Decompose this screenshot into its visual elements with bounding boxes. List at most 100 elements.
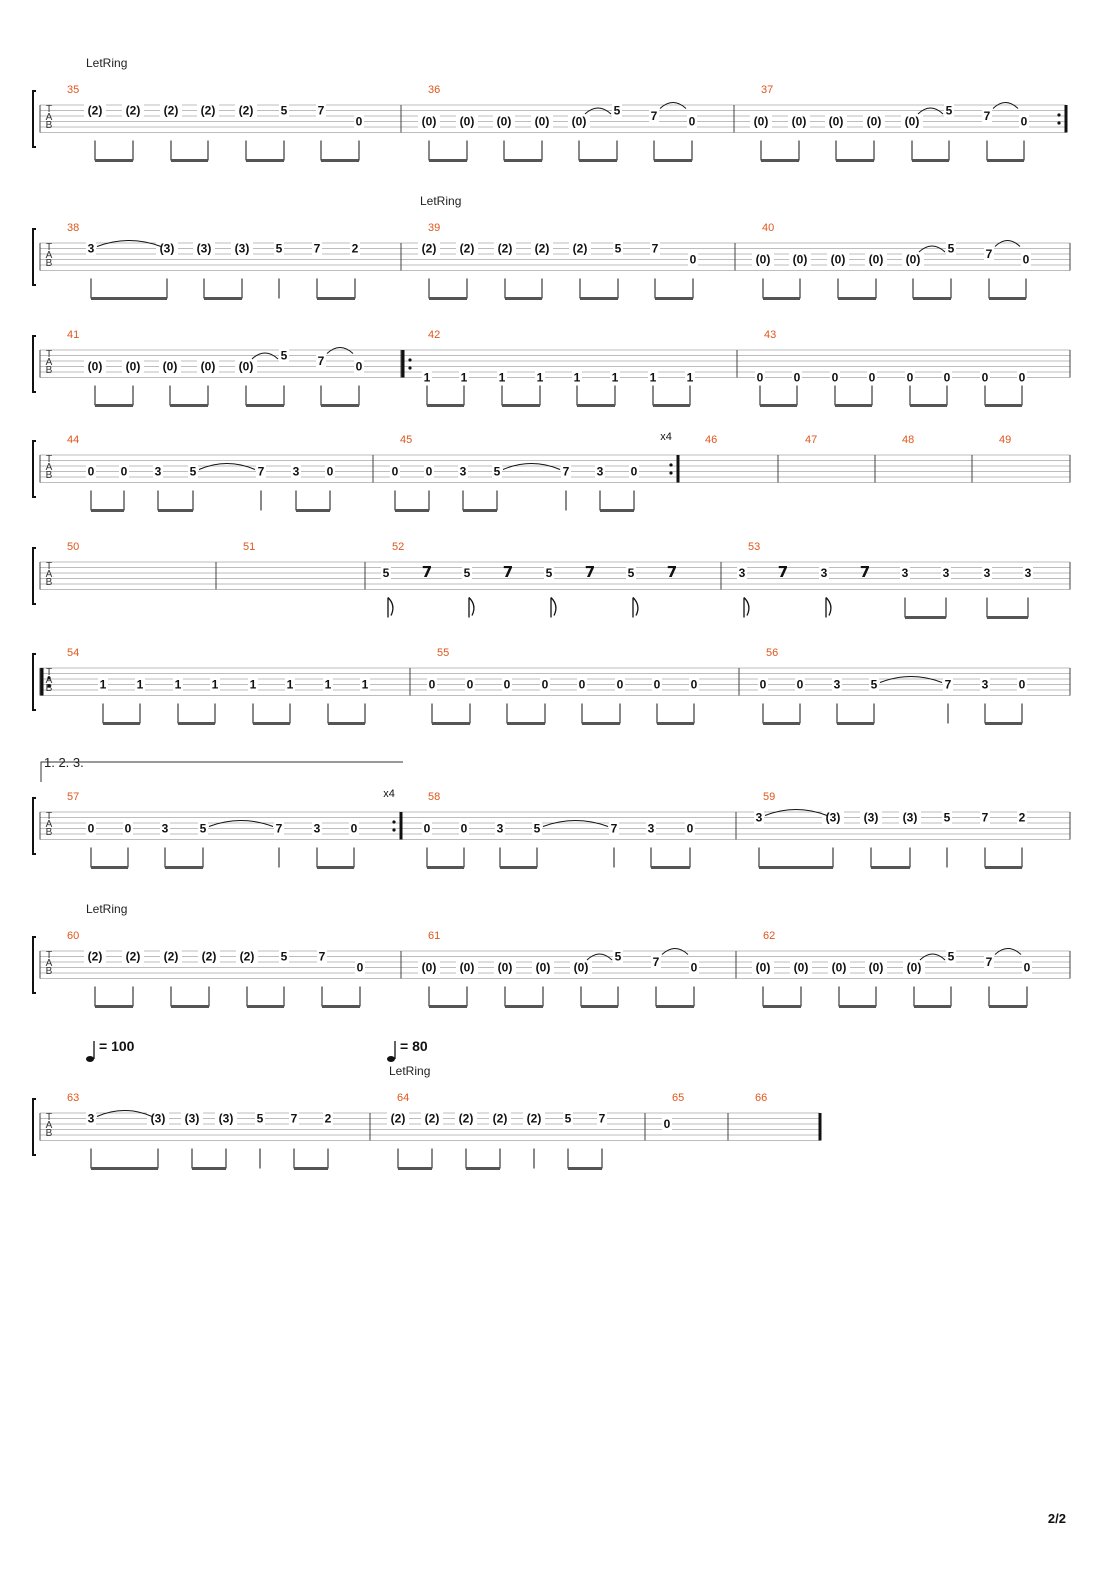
- fret-bg: [825, 115, 847, 128]
- tempo-marking: = 80: [400, 1038, 428, 1054]
- fret-number: 0: [944, 371, 951, 385]
- fret-number: 5: [464, 566, 471, 580]
- measure-number: 42: [428, 329, 440, 341]
- quarter-note-icon: [387, 1056, 395, 1062]
- measure-number: 62: [763, 930, 775, 942]
- eighth-note-stem: [468, 597, 475, 618]
- fret-number: 0: [690, 253, 697, 267]
- fret-number: (0): [163, 360, 178, 374]
- repeat-count: x4: [660, 431, 672, 443]
- fret-bg: [98, 678, 108, 691]
- volta-bracket: [40, 761, 403, 782]
- fret-bg: [248, 678, 258, 691]
- fret-number: 0: [357, 961, 364, 975]
- fret-bg: [188, 465, 198, 478]
- fret-number: (2): [126, 950, 141, 964]
- tab-clef-letter: B: [46, 120, 53, 131]
- fret-number: (3): [826, 811, 841, 825]
- measure: 66: [755, 1092, 822, 1141]
- measure-number: 55: [437, 647, 449, 659]
- tab-clef-letter: T: [46, 811, 52, 822]
- tie-arc: [879, 676, 943, 683]
- fret-bg: [355, 961, 365, 974]
- fret-bg: [381, 567, 391, 579]
- fret-bg: [828, 961, 850, 974]
- fret-number: (2): [391, 1112, 406, 1126]
- fret-number: 1: [499, 371, 506, 385]
- fret-bg: [459, 371, 469, 384]
- fret-number: (0): [126, 360, 141, 374]
- fret-bg: [982, 110, 992, 122]
- eighth-note-stem: [825, 597, 832, 618]
- fret-bg: [662, 1118, 672, 1130]
- let-ring-label: LetRing: [86, 56, 127, 70]
- tab-clef-letter: A: [46, 250, 53, 261]
- fret-bg: [612, 104, 622, 117]
- fret-number: 5: [281, 950, 288, 964]
- fret-number: (0): [756, 961, 771, 975]
- fret-bg: [197, 104, 219, 117]
- fret-number: (0): [239, 360, 254, 374]
- fret-bg: [181, 1112, 203, 1125]
- fret-number: (2): [460, 242, 475, 256]
- system-bracket: [32, 936, 36, 994]
- let-ring-label: LetRing: [420, 194, 461, 208]
- fret-bg: [900, 567, 910, 579]
- fret-bg: [1023, 567, 1033, 579]
- fret-number: 3: [162, 822, 169, 836]
- fret-bg: [424, 465, 434, 478]
- fret-number: (3): [219, 1112, 234, 1126]
- fret-bg: [354, 360, 364, 373]
- fret-number: (3): [235, 242, 250, 256]
- fret-bg: [869, 678, 879, 691]
- fret-number: (0): [867, 115, 882, 129]
- fret-number: 3: [648, 822, 655, 836]
- fret-number: 0: [426, 465, 433, 479]
- tab-clef-letter: B: [46, 365, 53, 376]
- fret-number: 1: [250, 678, 257, 692]
- fret-number: 0: [88, 465, 95, 479]
- fret-bg: [946, 242, 956, 255]
- fret-bg: [197, 360, 219, 373]
- fret-bg: [980, 371, 990, 384]
- fret-bg: [279, 104, 289, 117]
- fret-number: 7: [276, 822, 283, 836]
- fret-number: 7: [652, 242, 659, 256]
- fret-number: 0: [631, 465, 638, 479]
- fret-number: 0: [757, 371, 764, 385]
- tab-clef-letter: T: [46, 242, 52, 253]
- fret-bg: [495, 822, 505, 835]
- fret-number: (0): [756, 253, 771, 267]
- fret-number: (2): [126, 104, 141, 118]
- fret-bg: [421, 1112, 443, 1125]
- fret-bg: [903, 961, 925, 974]
- tie-arc: [326, 347, 354, 354]
- fret-bg: [235, 104, 257, 117]
- eighth-note-stem: [743, 597, 750, 618]
- fret-bg: [291, 465, 301, 478]
- fret-bg: [86, 822, 96, 835]
- fret-number: (2): [573, 242, 588, 256]
- fret-number: 3: [497, 822, 504, 836]
- fret-number: 5: [944, 811, 951, 825]
- fret-number: (3): [160, 242, 175, 256]
- fret-number: 7: [314, 242, 321, 256]
- fret-number: (2): [535, 242, 550, 256]
- fret-bg: [285, 678, 295, 691]
- fret-bg: [455, 1112, 477, 1125]
- tie-arc: [919, 953, 946, 961]
- fret-bg: [865, 253, 887, 266]
- system-bracket: [32, 228, 36, 286]
- measure-number: 44: [67, 434, 79, 446]
- fret-number: 3: [902, 566, 909, 580]
- fret-number: 0: [1021, 115, 1028, 129]
- fret-number: 0: [88, 822, 95, 836]
- fret-number: 3: [756, 811, 763, 825]
